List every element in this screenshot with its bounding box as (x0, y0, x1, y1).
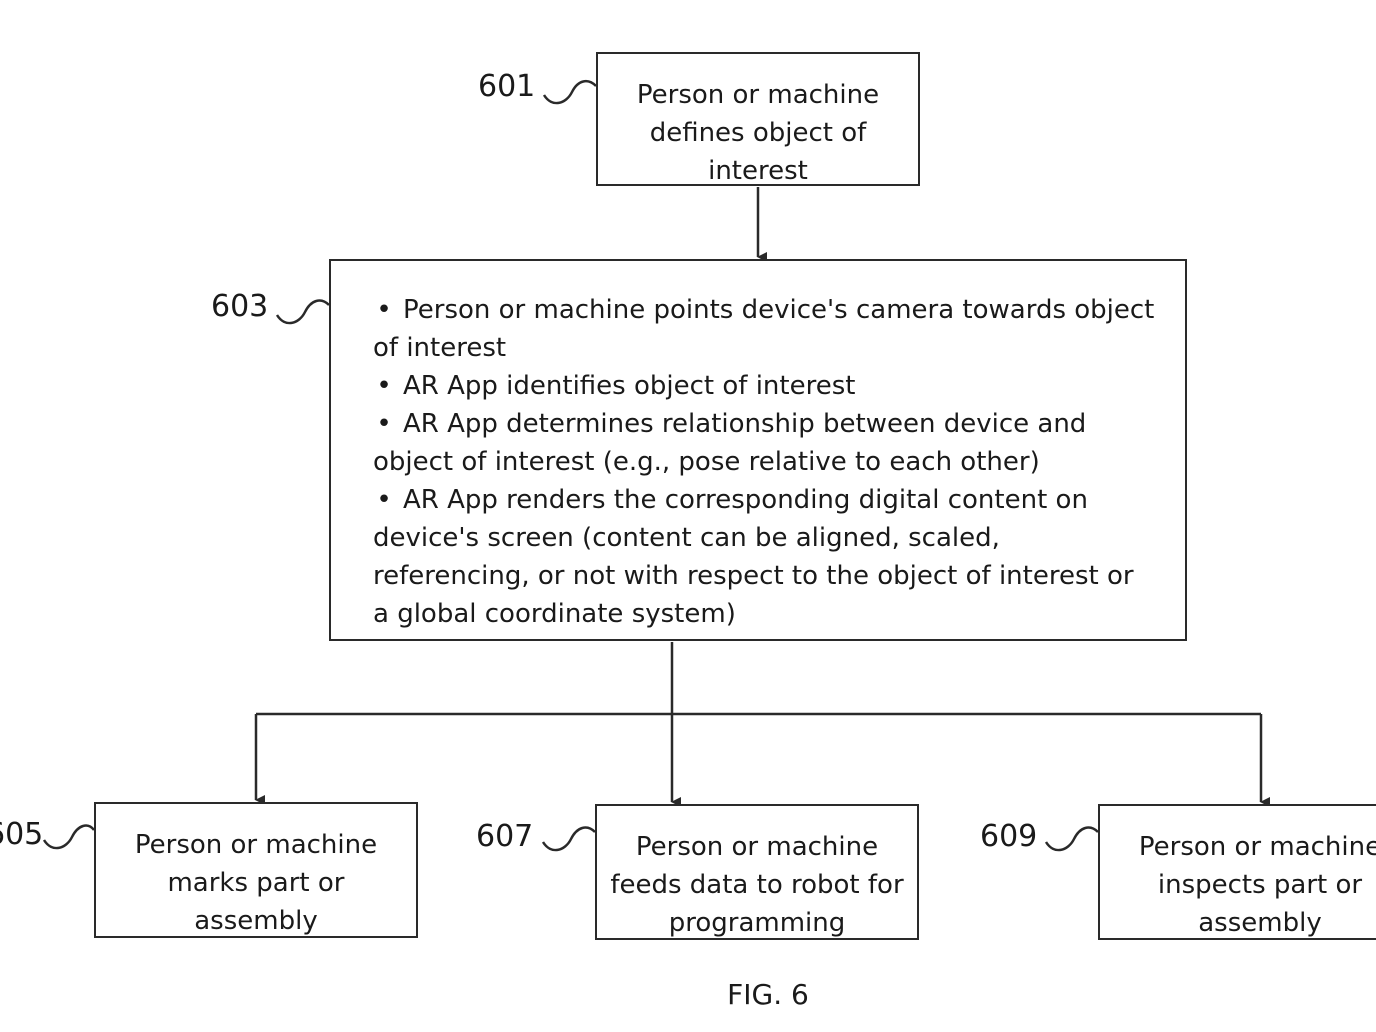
bullet-item: •AR App determines relationship between … (373, 405, 1155, 481)
ref-label-603: 603 (211, 289, 269, 324)
leader-squiggle-607 (541, 826, 596, 852)
step-box-601: Person or machine defines object of inte… (596, 52, 920, 186)
step-text-605: Person or machine marks part or assembly (134, 830, 378, 936)
bullet-text: AR App renders the corresponding digital… (373, 485, 1134, 629)
figure-caption: FIG. 6 (727, 978, 809, 1011)
step-text-609: Person or machine inspects part or assem… (1138, 832, 1376, 938)
bullet-dot-icon: • (376, 485, 392, 515)
ref-label-609: 609 (980, 819, 1038, 854)
bullet-text: Person or machine points device's camera… (373, 295, 1155, 363)
step-text-601: Person or machine defines object of inte… (636, 80, 880, 186)
ref-label-601: 601 (478, 69, 536, 104)
leader-squiggle-609 (1044, 826, 1099, 852)
bullet-dot-icon: • (376, 295, 392, 325)
step-box-607: Person or machine feeds data to robot fo… (595, 804, 919, 940)
step-box-605: Person or machine marks part or assembly (94, 802, 418, 938)
step-text-607: Person or machine feeds data to robot fo… (610, 832, 904, 938)
bullet-dot-icon: • (376, 409, 392, 439)
step-box-609: Person or machine inspects part or assem… (1098, 804, 1376, 940)
leader-squiggle-601 (542, 79, 597, 105)
leader-squiggle-605 (42, 824, 95, 850)
bullet-dot-icon: • (376, 371, 392, 401)
bullet-text: AR App identifies object of interest (403, 371, 856, 401)
bullet-item: •Person or machine points device's camer… (373, 291, 1155, 367)
bullet-text: AR App determines relationship between d… (373, 409, 1087, 477)
bullet-item: • AR App identifies object of interest (373, 367, 1155, 405)
ref-label-605: 605 (0, 817, 44, 852)
leader-squiggle-603 (275, 299, 330, 325)
bullet-item: •AR App renders the corresponding digita… (373, 481, 1155, 633)
ref-label-607: 607 (476, 819, 534, 854)
step-box-603: •Person or machine points device's camer… (329, 259, 1187, 641)
